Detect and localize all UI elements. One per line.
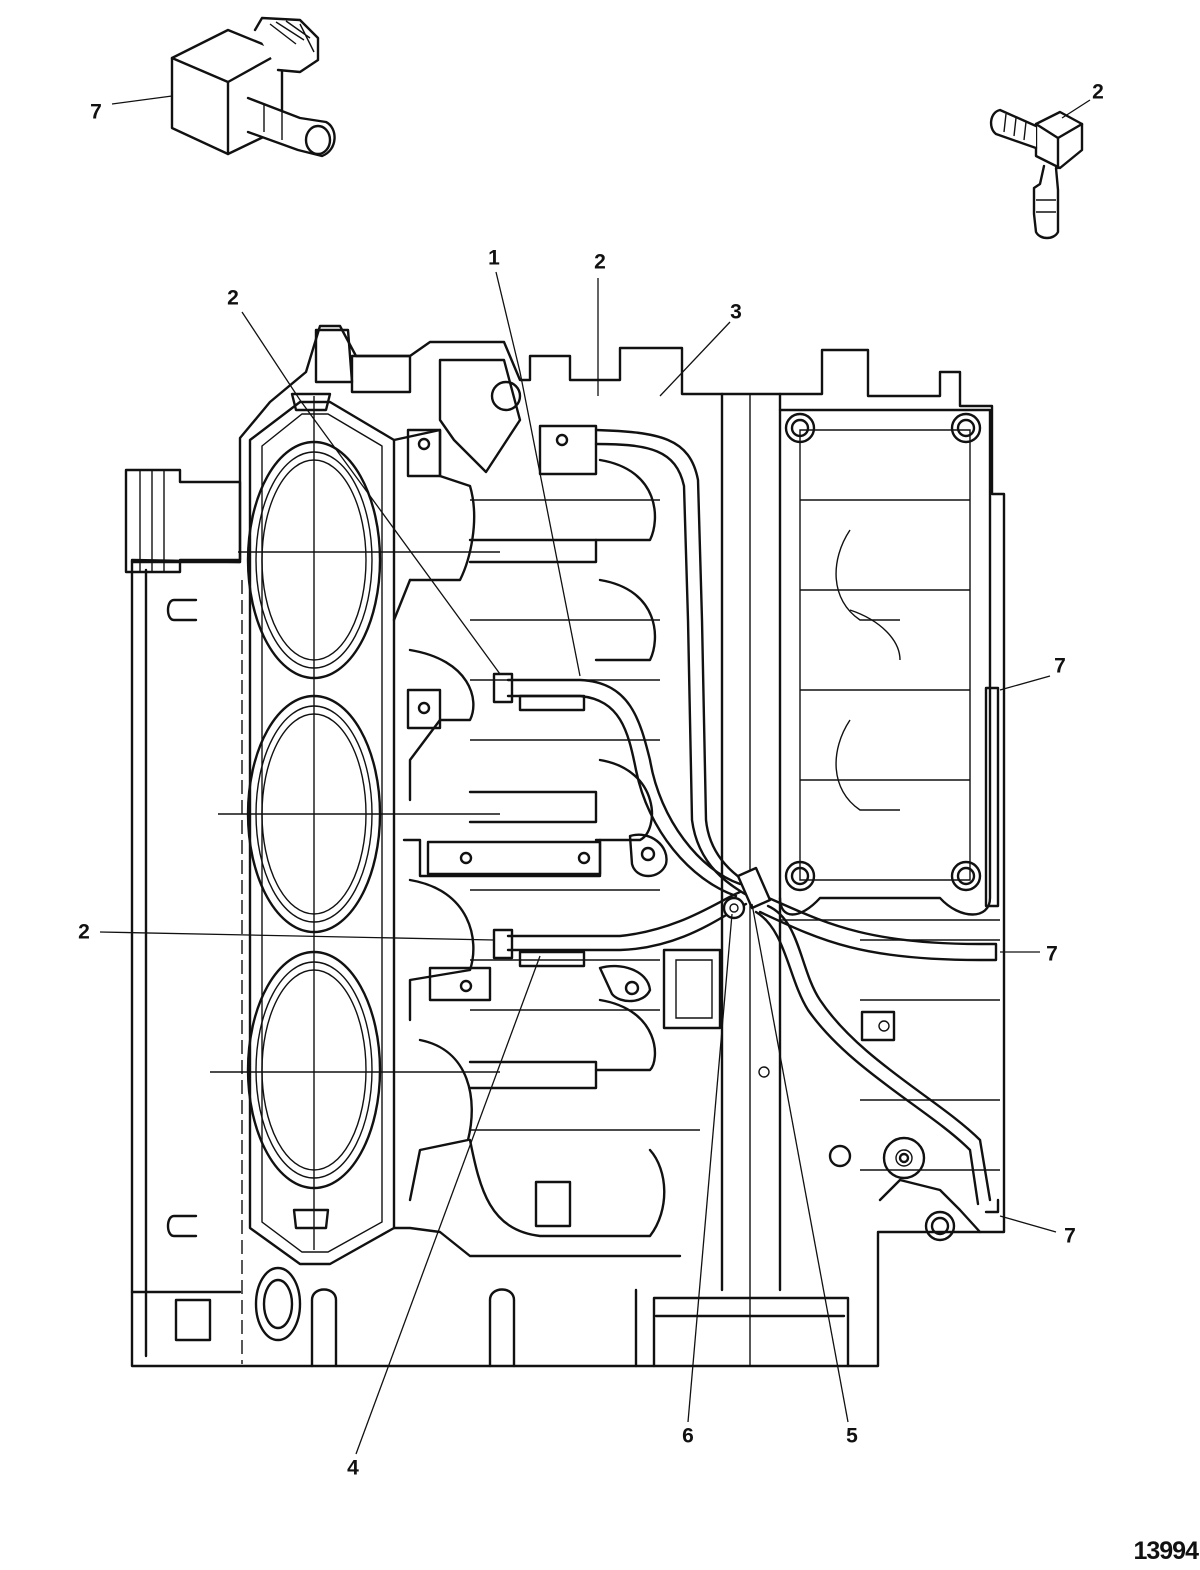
cylinder-bores: [210, 396, 500, 1250]
hoses: [492, 428, 998, 1206]
drain-boss: [174, 1266, 638, 1368]
callout-2-left-middle: 2: [78, 920, 90, 944]
leader-lines: [99, 95, 1091, 1455]
callout-2-top-right-elbow: 2: [1092, 80, 1104, 104]
callout-2-top: 2: [594, 250, 606, 274]
figure-number: 13994: [1133, 1537, 1199, 1565]
fitting-tee-topleft: [170, 16, 336, 158]
fitting-elbow-topright: [989, 108, 1084, 240]
transfer-passages: [392, 428, 700, 1258]
callout-1: 1: [488, 246, 500, 270]
mounting-nuts: [784, 412, 982, 1242]
callout-5: 5: [846, 1424, 858, 1448]
engine-block: [124, 324, 1006, 1368]
callout-2-left-top: 2: [227, 286, 239, 310]
callout-7-top-fitting: 7: [90, 100, 102, 124]
bolt-lugs: [406, 424, 668, 1003]
callout-6: 6: [682, 1424, 694, 1448]
callout-4: 4: [347, 1456, 359, 1480]
callout-7-right-middle: 7: [1046, 942, 1058, 966]
callout-3: 3: [730, 300, 742, 324]
callout-7-right-upper: 7: [1054, 654, 1066, 678]
crankcase-right: [778, 408, 1000, 1234]
callout-7-right-lower: 7: [1064, 1224, 1076, 1248]
